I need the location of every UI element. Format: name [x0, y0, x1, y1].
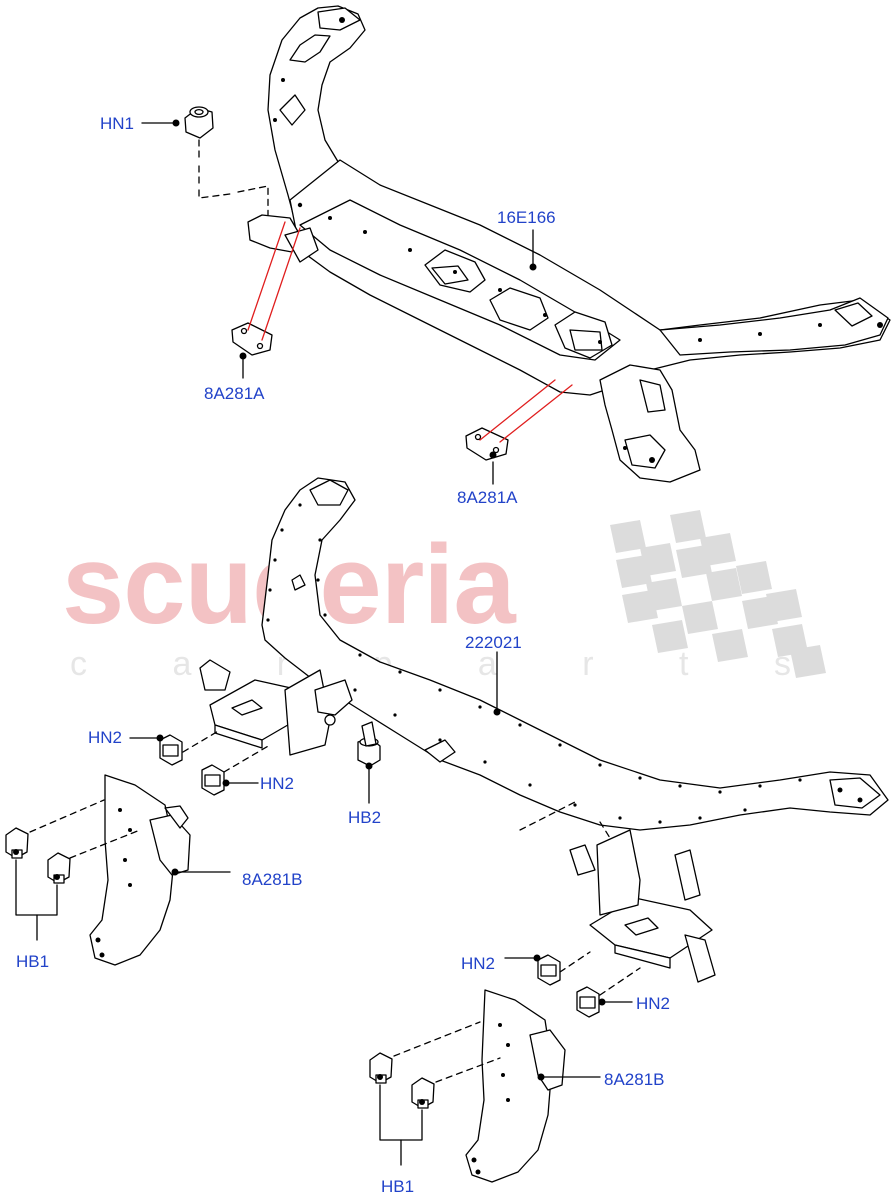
right-mount-box — [569, 829, 716, 983]
callout-hn2-lower-left[interactable]: HN2 — [260, 774, 295, 793]
hn2-nut-lower-right — [576, 986, 600, 1018]
hn2-nut-upper-right — [537, 954, 561, 986]
hn2-nut-lower-left — [201, 764, 225, 796]
callout-hb1-left[interactable]: HB1 — [16, 952, 50, 971]
8a281b-bracket-right — [465, 989, 566, 1183]
callout-16e166[interactable]: 16E166 — [497, 208, 556, 227]
callout-8a281a-right[interactable]: 8A281A — [457, 488, 518, 507]
callout-hb1-right[interactable]: HB1 — [381, 1177, 415, 1196]
hn2-nut-upper-left — [159, 734, 183, 766]
callout-hn2-upper-left[interactable]: HN2 — [88, 728, 123, 747]
callout-8a281b-left[interactable]: 8A281B — [242, 870, 303, 889]
callout-8a281a-left[interactable]: 8A281A — [204, 384, 265, 403]
hn1-assembly-path — [198, 139, 269, 216]
callout-hn2-lower-right[interactable]: HN2 — [636, 994, 671, 1013]
callout-hb2[interactable]: HB2 — [348, 808, 382, 827]
8a281a-bracket-right — [465, 427, 509, 461]
callout-8a281b-right[interactable]: 8A281B — [604, 1070, 665, 1089]
8a281a-bracket-left — [231, 322, 273, 356]
left-mount-box — [199, 659, 353, 756]
hn1-flange-nut — [184, 106, 214, 139]
hb2-bolt — [357, 721, 381, 767]
right-mount-dash-path — [519, 801, 611, 839]
callout-hn2-upper-right[interactable]: HN2 — [461, 954, 496, 973]
watermark-checker-flag — [610, 510, 826, 678]
callout-222021[interactable]: 222021 — [465, 633, 522, 652]
radiator-support-upper-assembly — [247, 5, 891, 483]
watermark-tagline: c a r p a r t s — [70, 645, 829, 683]
callout-hn1[interactable]: HN1 — [100, 114, 135, 133]
radiator-support-lower-beam — [261, 477, 889, 831]
8a281b-bracket-left — [89, 774, 191, 966]
